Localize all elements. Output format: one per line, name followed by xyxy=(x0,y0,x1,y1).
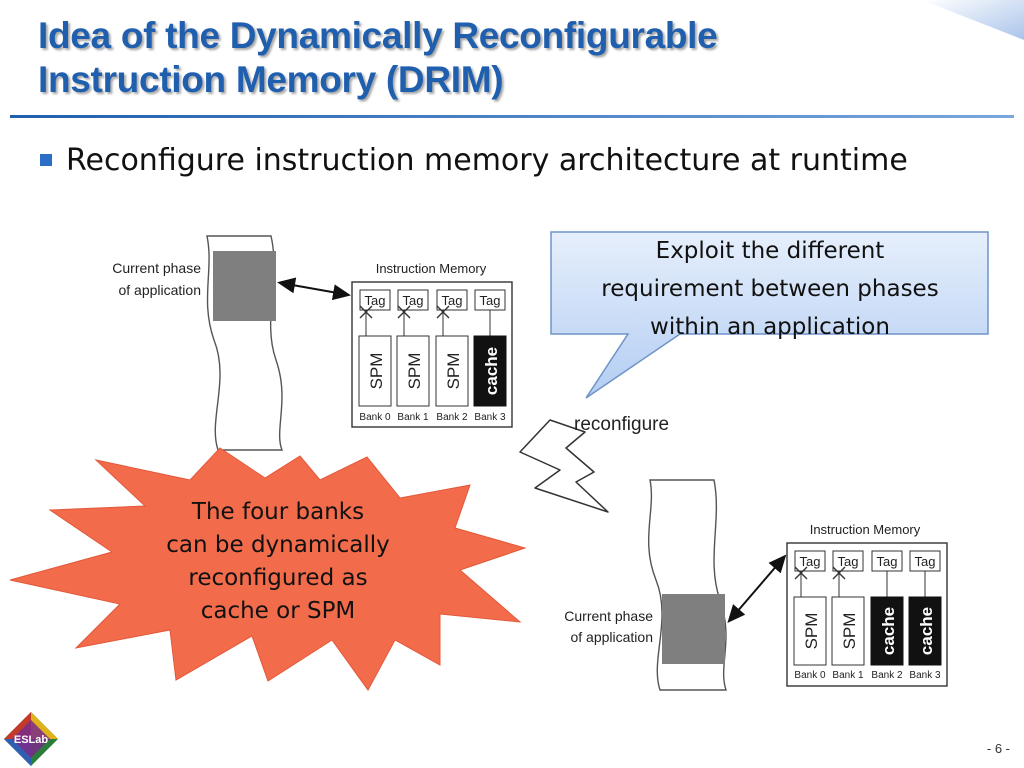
top-bank-2-type: SPM xyxy=(444,353,463,390)
bottom-bank-2-body xyxy=(870,596,904,666)
starburst-line-2: can be dynamically xyxy=(166,532,390,558)
starburst-text: The four banks can be dynamically reconf… xyxy=(140,496,416,628)
top-bank-1-body xyxy=(396,335,430,407)
bottom-bank-3-body xyxy=(908,596,942,666)
bottom-banks: Tag SPM Bank 0 Tag SPM Bank 1 Tag cache … xyxy=(793,550,942,681)
top-bank-2-disconnect-icon xyxy=(436,305,450,319)
top-phase-label-1: Current phase xyxy=(112,260,201,276)
bottom-bank-0-body xyxy=(793,596,827,666)
top-bank-2-body xyxy=(435,335,469,407)
bottom-bank-2-type: cache xyxy=(879,607,898,655)
lightning-bolt-icon xyxy=(519,419,609,513)
bottom-bank-3-label: Bank 3 xyxy=(909,670,941,681)
top-bank-1-tag xyxy=(397,289,429,311)
callout-bubble xyxy=(550,231,989,399)
bullet-square-icon xyxy=(40,154,52,166)
logo-text: ESLab xyxy=(14,734,49,746)
title-line-1: Idea of the Dynamically Reconfigurable xyxy=(38,15,718,56)
bottom-bank-3-tag-label: Tag xyxy=(915,554,936,569)
top-bank-0-label: Bank 0 xyxy=(359,412,391,423)
top-bank-3-tag-label: Tag xyxy=(480,293,501,308)
top-bank-1-disconnect-icon xyxy=(397,305,411,319)
eslab-logo: ESLab xyxy=(4,712,58,766)
bottom-connector-arrow xyxy=(727,554,787,624)
bottom-bank-0-label: Bank 0 xyxy=(794,670,826,681)
bullet-text: Reconfigure instruction memory architect… xyxy=(66,142,908,178)
bottom-bank-2-label: Bank 2 xyxy=(871,670,903,681)
bottom-bank-3-type: cache xyxy=(917,607,936,655)
top-bank-0-disconnect-icon xyxy=(359,305,373,319)
callout-text: Exploit the different requirement betwee… xyxy=(556,232,984,346)
title-underline xyxy=(10,115,1014,118)
top-bank-2-tag-label: Tag xyxy=(442,293,463,308)
bottom-memory-title: Instruction Memory xyxy=(810,522,921,537)
bottom-bank-1-disconnect-icon xyxy=(832,566,846,580)
bottom-bank-0-tag xyxy=(794,550,826,572)
page-number: - 6 - xyxy=(986,741,1010,756)
bottom-bank-1-type: SPM xyxy=(840,613,859,650)
top-bank-3-label: Bank 3 xyxy=(474,412,506,423)
bottom-phase-block xyxy=(662,594,725,664)
top-phase-label-2: of application xyxy=(118,282,201,298)
top-bank-2-tag xyxy=(436,289,468,311)
bullet-item: Reconfigure instruction memory architect… xyxy=(40,138,908,182)
top-bank-0-type: SPM xyxy=(367,353,386,390)
top-connector-arrow xyxy=(277,277,351,301)
top-bank-0-tag xyxy=(359,289,391,311)
starburst-line-4: cache or SPM xyxy=(200,598,356,624)
bottom-bank-0-tag-label: Tag xyxy=(800,554,821,569)
corner-decoration xyxy=(922,0,1024,40)
bottom-bank-0-disconnect-icon xyxy=(794,566,808,580)
bottom-bank-1-label: Bank 1 xyxy=(832,670,864,681)
reconfigure-label: reconfigure xyxy=(574,414,669,435)
top-bank-1-label: Bank 1 xyxy=(397,412,429,423)
bottom-phase-label-2: of application xyxy=(570,629,653,645)
top-banks: Tag SPM Bank 0 Tag SPM Bank 1 Tag SPM Ba… xyxy=(358,289,507,423)
callout-line-3: within an application xyxy=(650,314,890,340)
top-memory-title: Instruction Memory xyxy=(376,261,487,276)
top-bank-2-label: Bank 2 xyxy=(436,412,468,423)
bottom-bank-1-tag xyxy=(832,550,864,572)
callout-line-1: Exploit the different xyxy=(655,238,885,264)
bottom-bank-1-tag-label: Tag xyxy=(838,554,859,569)
top-bank-1-type: SPM xyxy=(405,353,424,390)
top-bank-0-tag-label: Tag xyxy=(365,293,386,308)
callout-line-2: requirement between phases xyxy=(601,276,939,302)
top-bank-1-tag-label: Tag xyxy=(403,293,424,308)
slide-title: Idea of the Dynamically Reconfigurable I… xyxy=(38,14,898,102)
bottom-bank-2-tag-label: Tag xyxy=(877,554,898,569)
starburst-shape xyxy=(9,447,527,691)
title-line-2: Instruction Memory (DRIM) xyxy=(38,59,504,100)
bottom-bank-0-type: SPM xyxy=(802,613,821,650)
top-phase-block xyxy=(213,251,276,321)
starburst-line-1: The four banks xyxy=(191,499,365,525)
bottom-bank-1-body xyxy=(831,596,865,666)
top-bank-3-type: cache xyxy=(482,347,501,395)
starburst-line-3: reconfigured as xyxy=(188,565,368,591)
top-bank-0-body xyxy=(358,335,392,407)
top-bank-3-body xyxy=(473,335,507,407)
bottom-phase-label-1: Current phase xyxy=(564,608,653,624)
